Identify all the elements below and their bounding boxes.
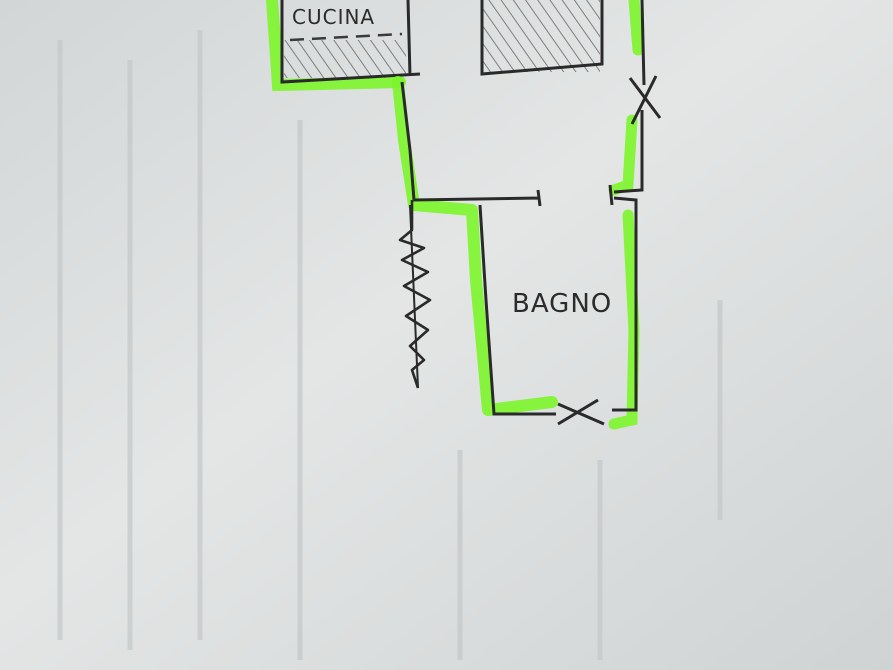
central-block (480, 0, 604, 76)
bleed-through-text (57, 30, 723, 660)
bathroom-right-highlight (608, 209, 640, 430)
kitchen-label: CUCINA (292, 5, 375, 29)
kitchen-highlight (266, 0, 406, 92)
bathroom-room: BAGNO (478, 196, 640, 430)
stairs-zigzag (398, 200, 432, 389)
central-block-walls (480, 0, 604, 76)
stairs-axis (409, 204, 419, 389)
kitchen-walls (280, 0, 421, 84)
zigzag-stairs-icon (398, 200, 432, 389)
corridor (392, 0, 662, 416)
bathroom-label: BAGNO (512, 289, 612, 319)
corridor-left-highlight (392, 76, 558, 416)
kitchen-counter-hatch (284, 40, 406, 78)
kitchen-room: CUCINA (266, 0, 421, 92)
central-block-hatch (482, 0, 600, 72)
x-cross-icon (557, 398, 605, 426)
x-cross-icon (628, 75, 662, 125)
kitchen-counter-dashes (289, 32, 403, 42)
corridor-left-wall (400, 81, 542, 207)
corridor-right-highlight (608, 0, 644, 196)
corridor-right-wall (608, 0, 646, 206)
bathroom-walls (478, 196, 638, 416)
